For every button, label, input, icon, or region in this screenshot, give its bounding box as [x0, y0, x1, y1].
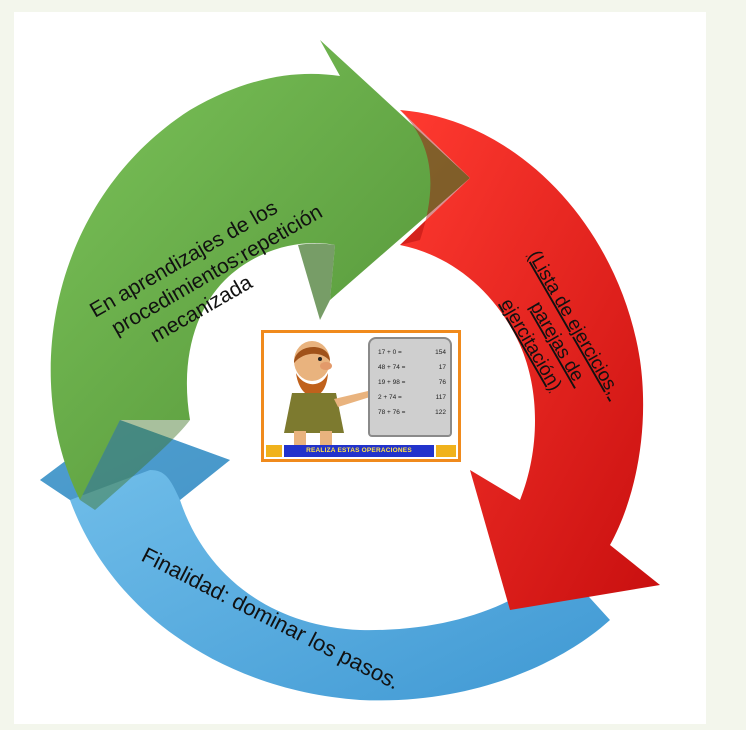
operation-row: 2 + 74 =117	[378, 394, 446, 401]
red-cycle-arrow	[400, 110, 660, 610]
right-margin	[706, 0, 746, 730]
banner-decoration-left	[266, 445, 282, 457]
center-illustration: 17 + 0 =154 48 + 74 =17 19 + 98 =76 2 + …	[261, 330, 461, 462]
caveman-teacher-icon	[284, 341, 370, 447]
operation-row: 19 + 98 =76	[378, 379, 446, 386]
operations-banner: REALIZA ESTAS OPERACIONES	[284, 445, 434, 457]
operation-row: 78 + 76 =122	[378, 409, 446, 416]
left-margin	[0, 0, 14, 730]
operation-row: 17 + 0 =154	[378, 349, 446, 356]
operations-tablet: 17 + 0 =154 48 + 74 =17 19 + 98 =76 2 + …	[368, 337, 452, 437]
operation-row: 48 + 74 =17	[378, 364, 446, 371]
green-cycle-arrow	[50, 40, 470, 510]
banner-decoration-right	[436, 445, 456, 457]
